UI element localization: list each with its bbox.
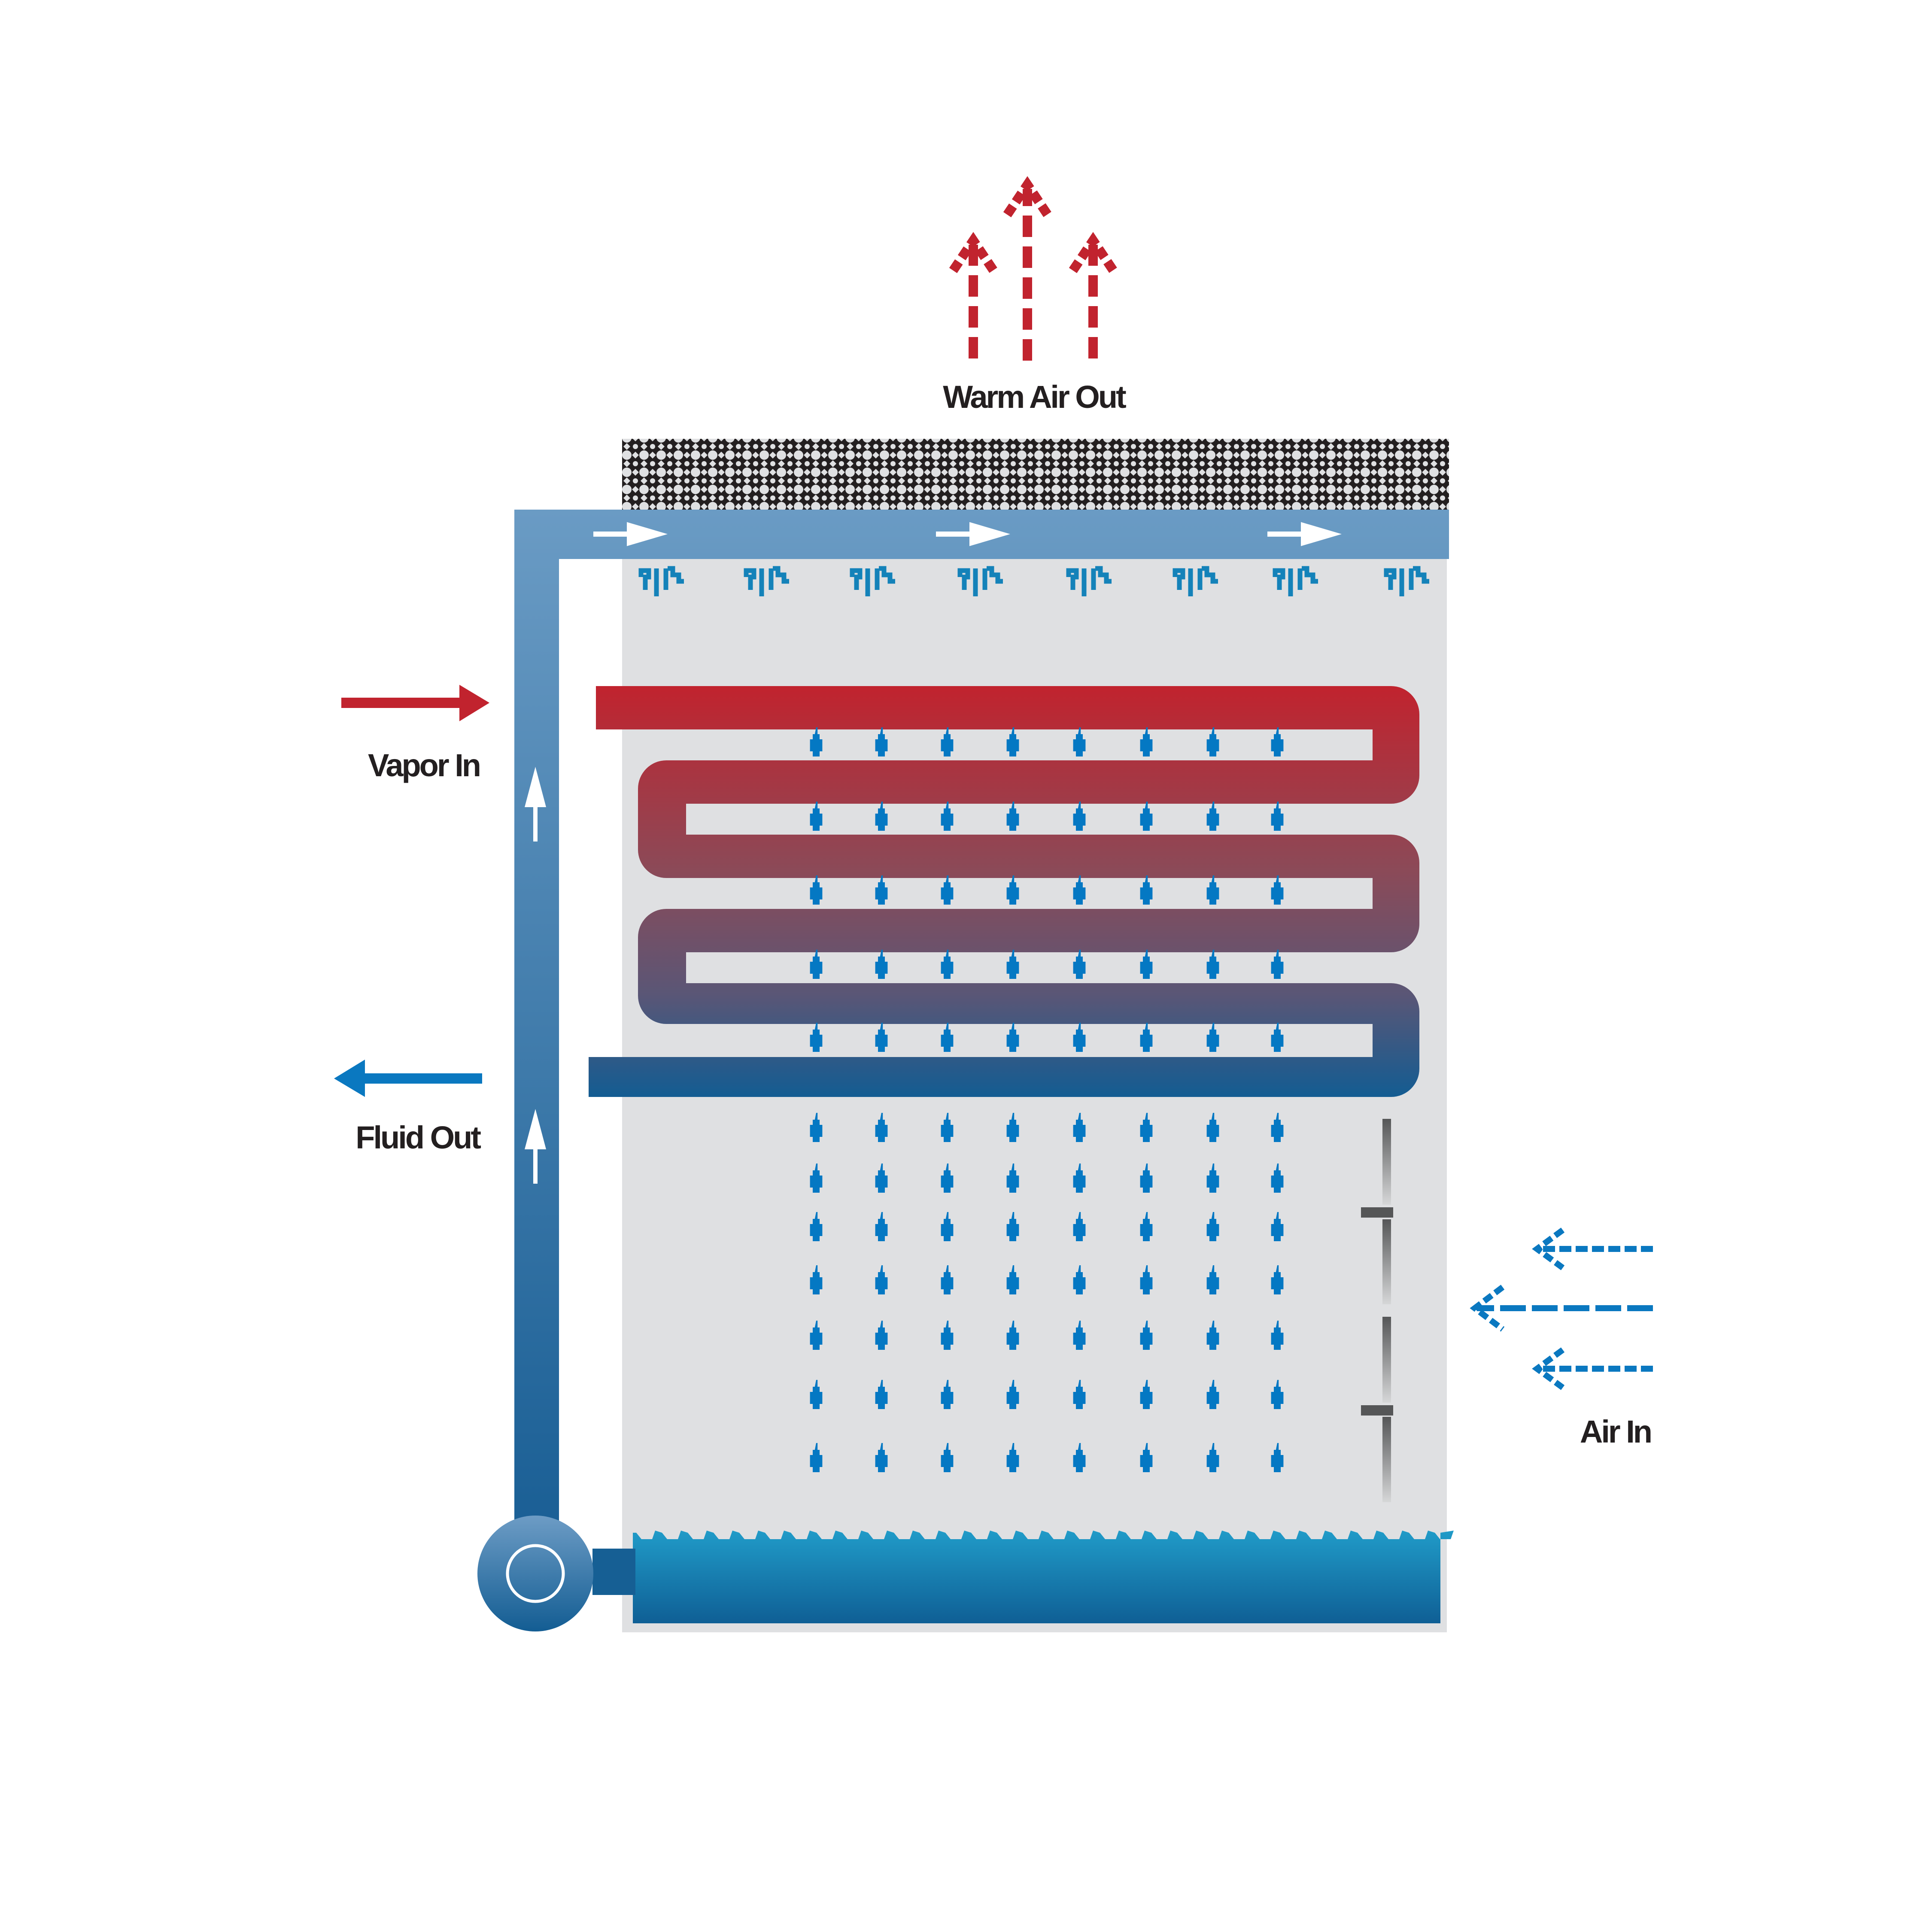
vapor-in-label: Vapor In (368, 747, 480, 783)
vapor-in-arrow (341, 685, 489, 721)
warm-air-arrow-right (1069, 232, 1118, 358)
recirculation-pump (477, 1516, 635, 1631)
fluid-out-label: Fluid Out (355, 1120, 481, 1155)
fluid-out-arrow (334, 1060, 482, 1097)
flow-arrow-right-icon (593, 522, 668, 546)
header-flow-arrows (593, 522, 1342, 546)
flow-arrow-up-icon (525, 1109, 546, 1184)
louver-blade (1361, 1119, 1393, 1304)
air-in-arrows (1470, 1227, 1653, 1390)
air-in-arrow (1532, 1347, 1653, 1390)
flow-arrow-up-icon (525, 767, 546, 841)
warm-air-out-arrows (949, 176, 1118, 361)
basin-water (633, 1531, 1454, 1623)
flow-arrow-right-icon (1267, 522, 1342, 546)
air-in-arrow (1532, 1227, 1653, 1270)
air-inlet-louvers (1361, 1119, 1393, 1502)
condensing-coil (589, 686, 1419, 1097)
drift-eliminator (622, 439, 1449, 510)
riser-flow-arrows (525, 767, 546, 1184)
air-in-label: Air In (1580, 1414, 1651, 1449)
flow-arrow-right-icon (936, 522, 1010, 546)
air-in-arrow (1470, 1285, 1653, 1332)
warm-air-arrow-left (949, 232, 998, 358)
warm-air-out-label: Warm Air Out (943, 379, 1126, 415)
warm-air-arrow-center (1003, 176, 1052, 361)
louver-blade (1361, 1317, 1393, 1502)
